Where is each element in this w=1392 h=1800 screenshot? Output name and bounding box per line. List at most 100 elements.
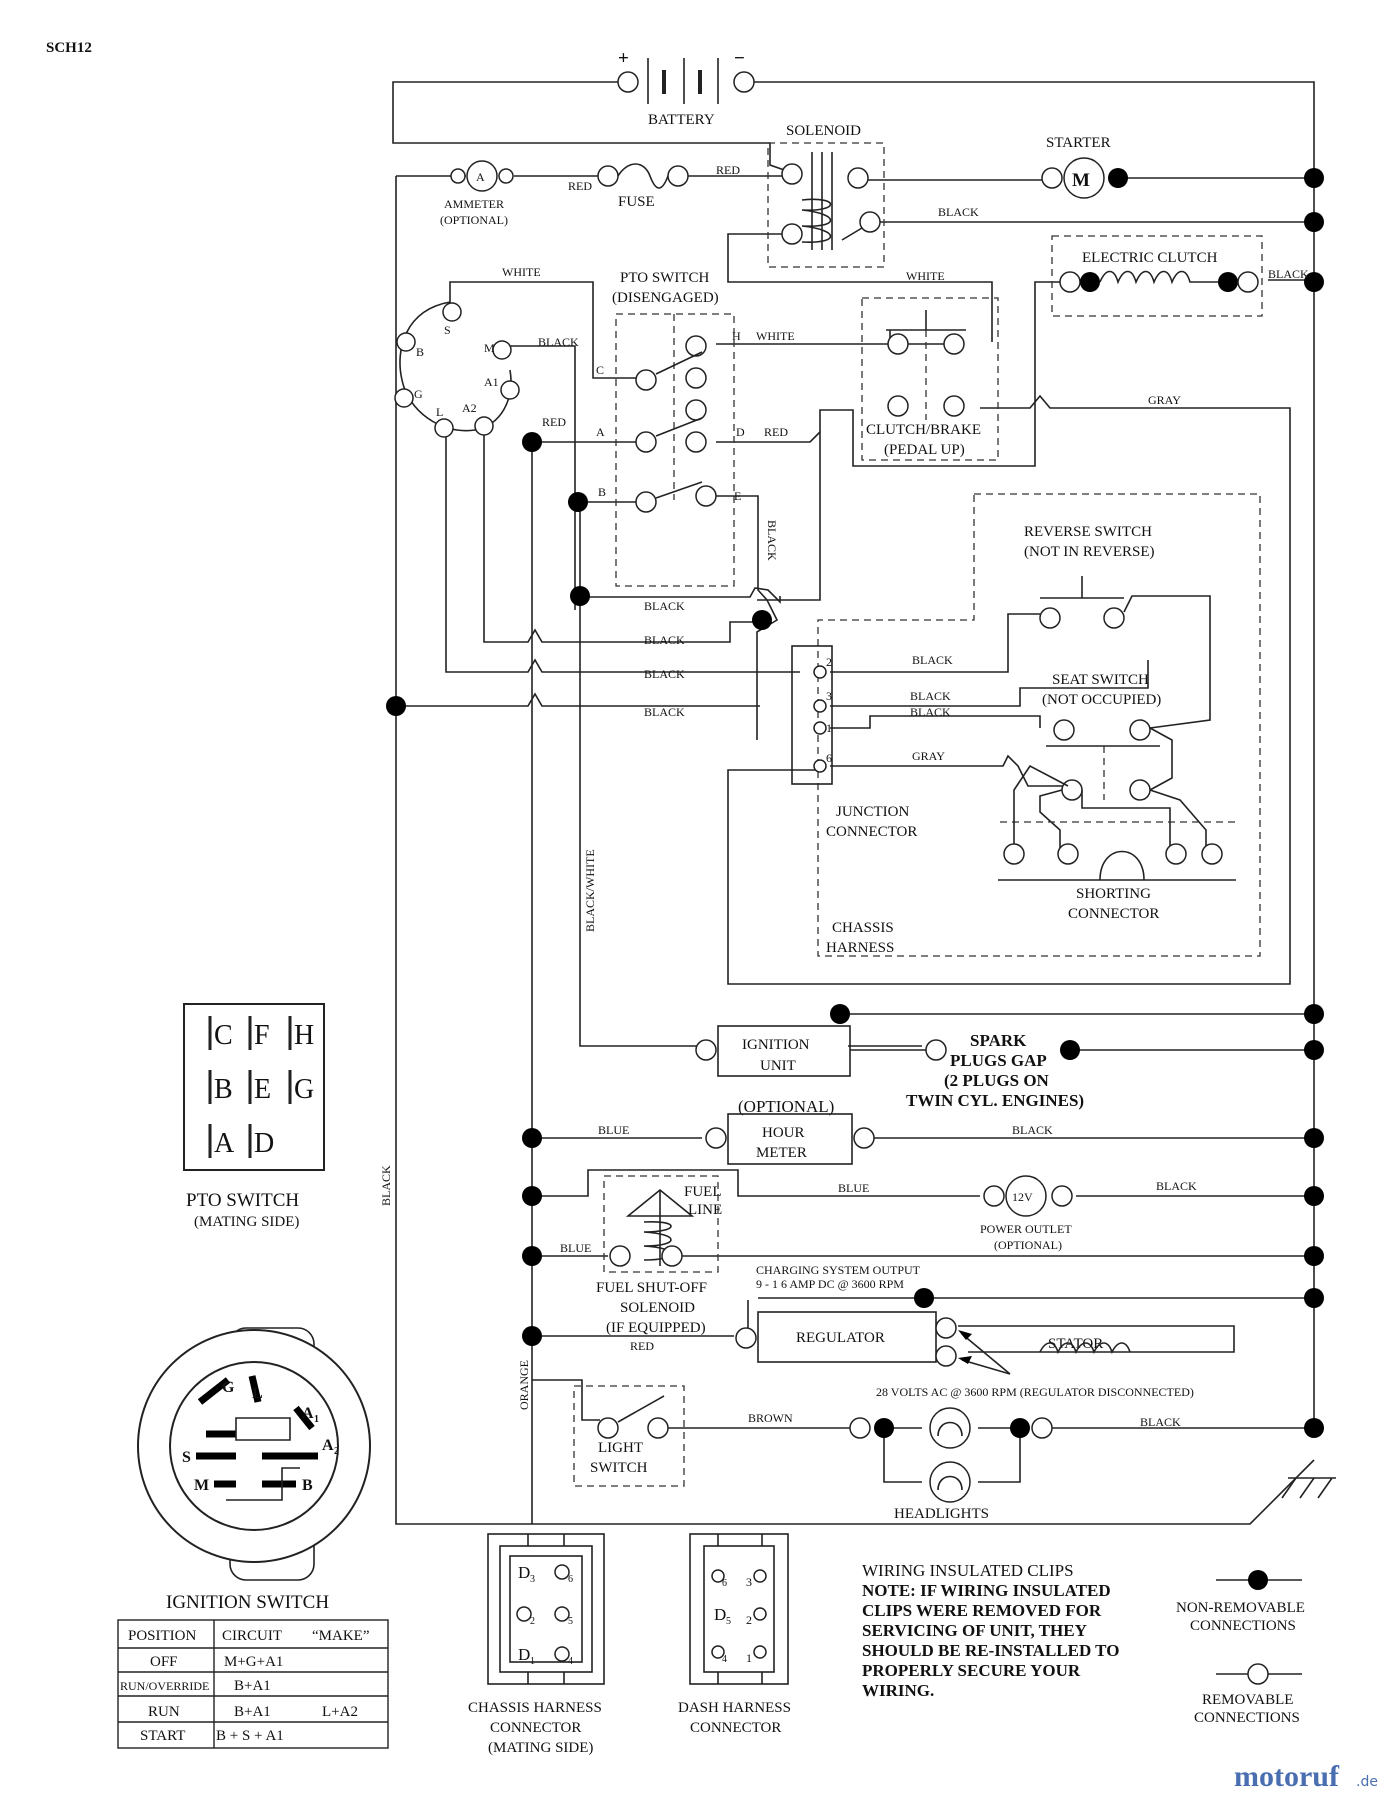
fso-label-1: FUEL SHUT-OFF <box>596 1280 707 1296</box>
frame-wires <box>392 81 1336 1525</box>
ammeter-note: (OPTIONAL) <box>440 213 508 227</box>
wire-black-8: BLACK <box>910 705 951 719</box>
ign-face-a1: A <box>302 1405 314 1422</box>
outlet-symbol: 12V <box>1012 1190 1033 1204</box>
ign-face-m: M <box>194 1477 209 1494</box>
hour-meter-label-2: METER <box>756 1145 807 1161</box>
pto-switch-state: (DISENGAGED) <box>612 290 719 306</box>
note-line-2: CLIPS WERE REMOVED FOR <box>862 1601 1102 1620</box>
legend-non-removable-2: CONNECTIONS <box>1190 1618 1296 1634</box>
spark-label-4: TWIN CYL. ENGINES) <box>906 1091 1084 1110</box>
ign-term-a2: A2 <box>462 401 477 415</box>
hour-meter-label-1: HOUR <box>762 1125 805 1141</box>
pto-mating-title: PTO SWITCH <box>186 1190 299 1211</box>
ign-face-a2: A <box>322 1437 334 1454</box>
hour-meter: (OPTIONAL) HOUR METER <box>705 1097 875 1165</box>
wire-black-clutch: BLACK <box>1268 267 1309 281</box>
legend-non-removable-1: NON-REMOVABLE <box>1176 1600 1305 1616</box>
wire-white-3: WHITE <box>756 329 795 343</box>
non-removable-dots <box>386 168 1324 1438</box>
seat-switch-label: SEAT SWITCH <box>1052 672 1149 688</box>
wire-white-1: WHITE <box>502 265 541 279</box>
note-line-1: NOTE: IF WIRING INSULATED <box>862 1581 1111 1600</box>
legend-removable-2: CONNECTIONS <box>1194 1710 1300 1726</box>
dash-pin-4: 4 <box>722 1654 727 1665</box>
wire-red-5: RED <box>630 1339 654 1353</box>
regulator-label: REGULATOR <box>796 1330 885 1346</box>
fuse-label: FUSE <box>618 194 655 210</box>
wire-gray-2: GRAY <box>912 749 945 763</box>
fuel-shutoff-solenoid: FUEL LINE FUEL SHUT-OFF SOLENOID (IF EQU… <box>596 1175 722 1336</box>
spark-label-2: PLUGS GAP <box>950 1051 1047 1070</box>
clutch-brake-label: CLUTCH/BRAKE <box>866 422 981 438</box>
chassis-pin-d3n: 3 <box>530 1574 535 1585</box>
wire-black-4: BLACK <box>644 667 685 681</box>
power-outlet: 12V POWER OUTLET (OPTIONAL) <box>980 1175 1073 1252</box>
wire-black-2: BLACK <box>644 599 685 613</box>
reverse-switch-state: (NOT IN REVERSE) <box>1024 544 1155 560</box>
shorting-label: SHORTING <box>1076 886 1151 902</box>
ignition-unit: IGNITION UNIT <box>695 1025 1080 1077</box>
ign-term-m: M <box>484 341 495 355</box>
pto-mating-h: H <box>294 1020 314 1051</box>
chassis-pin-2: 2 <box>530 1616 535 1627</box>
harness-label: HARNESS <box>826 940 894 956</box>
table-row-1-circuit: B+A1 <box>234 1678 271 1694</box>
wire-black-3: BLACK <box>644 633 685 647</box>
electric-clutch-label: ELECTRIC CLUTCH <box>1082 250 1218 266</box>
wire-black-7: BLACK <box>910 689 951 703</box>
wire-black-5: BLACK <box>644 705 685 719</box>
wire-black-6: BLACK <box>912 653 953 667</box>
pto-switch-label: PTO SWITCH <box>620 270 709 286</box>
hour-meter-optional: (OPTIONAL) <box>738 1097 834 1116</box>
wire-red-2: RED <box>716 163 740 177</box>
wire-black-m: BLACK <box>538 335 579 349</box>
wire-black-e: BLACK <box>765 520 779 561</box>
junction-connector: 2 3 1 6 JUNCTION CONNECTOR <box>791 645 917 840</box>
wire-black-hour: BLACK <box>1012 1123 1053 1137</box>
wire-black-headlight: BLACK <box>1140 1415 1181 1429</box>
stator-label: STATOR <box>1048 1336 1103 1352</box>
light-switch: LIGHT SWITCH <box>573 1385 685 1487</box>
wire-blue-1: BLUE <box>598 1123 629 1137</box>
chassis-pin-5: 5 <box>568 1616 573 1627</box>
battery: + − BATTERY <box>617 48 755 128</box>
fuel-line-label-2: LINE <box>688 1202 722 1218</box>
dash-harness-connector: 6 3 D 5 2 4 1 DASH HARNESS CONNECTOR <box>678 1533 791 1736</box>
chassis-pin-d1: D <box>518 1645 530 1664</box>
ign-face-s: S <box>182 1449 191 1466</box>
table-row-0-circuit: M+G+A1 <box>224 1654 283 1670</box>
starter-symbol: M <box>1072 170 1090 191</box>
spark-label-1: SPARK <box>970 1031 1027 1050</box>
table-header-circuit: CIRCUIT <box>222 1628 282 1644</box>
table-row-3-position: START <box>140 1728 185 1744</box>
pto-term-a: A <box>596 425 605 439</box>
watermark-logo: motoruf .de <box>1234 1760 1378 1793</box>
pto-term-c: C <box>596 363 604 377</box>
fso-label-3: (IF EQUIPPED) <box>606 1320 706 1336</box>
wiring-note: WIRING INSULATED CLIPS NOTE: IF WIRING I… <box>862 1561 1119 1700</box>
spark-label-3: (2 PLUGS ON <box>944 1071 1050 1090</box>
pto-mating-d: D <box>254 1128 274 1159</box>
note-line-5: PROPERLY SECURE YOUR <box>862 1661 1081 1680</box>
ign-face-b: B <box>302 1477 313 1494</box>
starter: M STARTER <box>1041 135 1128 199</box>
battery-minus: − <box>734 48 745 69</box>
light-switch-label-1: LIGHT <box>598 1440 643 1456</box>
watermark-brand: motoruf <box>1234 1760 1340 1793</box>
outlet-label-1: POWER OUTLET <box>980 1222 1072 1236</box>
seat-switch-state: (NOT OCCUPIED) <box>1042 692 1161 708</box>
dash-pin-6: 6 <box>722 1578 727 1589</box>
dash-pin-d5: D <box>714 1605 726 1624</box>
pto-mating-f: F <box>254 1020 270 1051</box>
wire-black-outlet: BLACK <box>1156 1179 1197 1193</box>
wire-blue-3: BLUE <box>560 1241 591 1255</box>
ignition-switch-title: IGNITION SWITCH <box>166 1592 329 1613</box>
wire-black-solenoid: BLACK <box>938 205 979 219</box>
chassis-harness-connector: D 3 6 2 5 D 1 4 CHASSIS HARNESS CONNECTO… <box>468 1533 605 1756</box>
ignition-table: POSITION CIRCUIT “MAKE” OFF M+G+A1 RUN/O… <box>117 1619 389 1749</box>
dash-connector-title-1: DASH HARNESS <box>678 1700 791 1716</box>
reverse-switch-label: REVERSE SWITCH <box>1024 524 1152 540</box>
table-row-1-position: RUN/OVERRIDE <box>120 1679 209 1693</box>
dash-pin-2: 2 <box>746 1613 752 1627</box>
